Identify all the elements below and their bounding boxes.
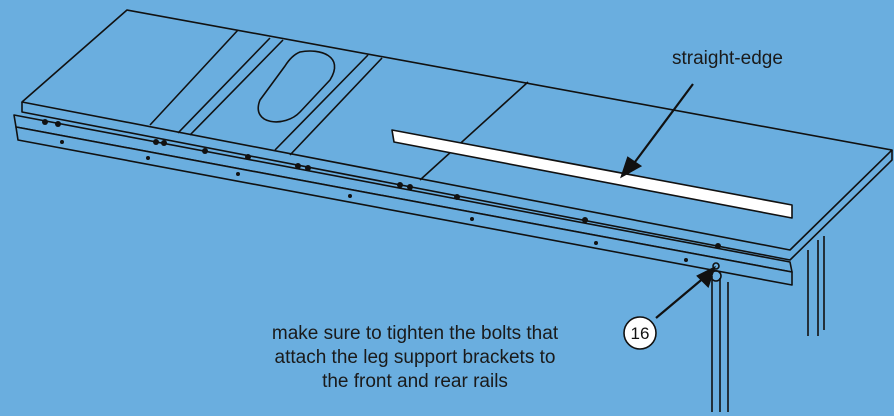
rail-hole xyxy=(684,258,688,262)
instruction-note: make sure to tighten the bolts that atta… xyxy=(205,322,625,394)
rail-bolt xyxy=(295,163,301,169)
panel-seam xyxy=(149,29,239,126)
rail-bolt xyxy=(715,243,721,249)
panel-seam xyxy=(274,54,369,151)
straight-edge-leader xyxy=(631,83,694,167)
rail-hole xyxy=(348,194,352,198)
panel-seam xyxy=(177,37,271,134)
rail-bolt xyxy=(245,154,251,160)
straight-edge-label: straight-edge xyxy=(672,48,783,69)
rail-bolt xyxy=(397,182,403,188)
note-line: the front and rear rails xyxy=(322,371,508,392)
note-line: attach the leg support brackets to xyxy=(274,347,556,368)
rail-hole xyxy=(60,140,64,144)
note-line: make sure to tighten the bolts that xyxy=(271,323,559,344)
callout-circle xyxy=(623,316,657,350)
straight-edge-bar xyxy=(391,129,793,219)
arrowhead xyxy=(620,156,643,179)
rail-bolt xyxy=(407,184,413,190)
front-rail-lip xyxy=(15,126,793,286)
arrowhead xyxy=(696,265,716,289)
rail-bolt xyxy=(305,165,311,171)
rail-bolt xyxy=(153,139,159,145)
panel-seam xyxy=(289,57,383,156)
rail-bolt xyxy=(454,194,460,200)
rail-bolt xyxy=(55,121,61,127)
rail-bolt xyxy=(42,119,48,125)
rail-bolt xyxy=(202,148,208,154)
rail-bolt xyxy=(161,140,167,146)
insert-oval xyxy=(257,50,336,123)
leg-bracket-bolt xyxy=(712,262,720,270)
callout-number: 16 xyxy=(631,324,650,343)
callout-leader xyxy=(655,275,707,319)
panel-seam xyxy=(189,39,284,136)
rail-hole xyxy=(236,172,240,176)
panel-seam xyxy=(419,81,529,181)
rail-bolt xyxy=(582,217,588,223)
rail-hole xyxy=(594,241,598,245)
rail-hole xyxy=(146,156,150,160)
rail-hole xyxy=(470,217,474,221)
table-front-edge xyxy=(21,102,893,261)
